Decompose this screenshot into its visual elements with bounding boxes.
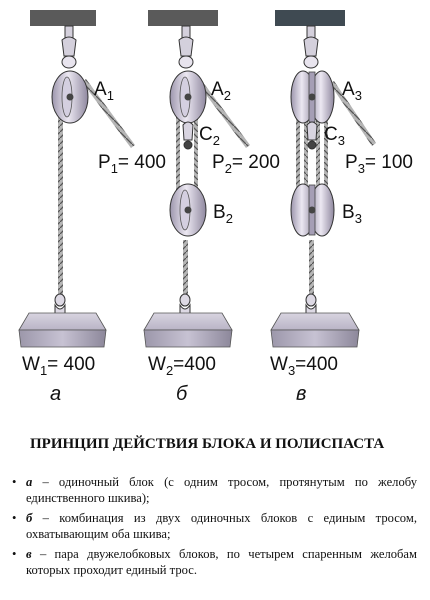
pulley-label: A1 xyxy=(94,79,114,103)
pulley-b3 xyxy=(290,183,335,237)
top-hook xyxy=(61,25,77,69)
pulley-label: A2 xyxy=(211,79,231,103)
rope xyxy=(58,95,63,295)
pulling-rope xyxy=(330,81,376,146)
figure-caption: в xyxy=(296,383,306,405)
pulley-a3 xyxy=(290,70,335,124)
figure-caption: б xyxy=(176,383,188,405)
pulley-label: B2 xyxy=(213,202,233,226)
figure-b: A2 C2 P2= 200 B2 W2=400 б xyxy=(143,10,280,405)
force-label: P3= 100 xyxy=(345,152,413,176)
top-hook xyxy=(303,25,319,69)
list-item: б – комбинация из двух одиночных блоков … xyxy=(12,510,417,542)
pulling-rope xyxy=(82,79,135,148)
top-hook xyxy=(178,25,194,69)
list-item: в – пара двужелобковых блоков, по четыре… xyxy=(12,546,417,578)
item-term: в xyxy=(26,547,32,561)
item-text: – одиночный блок (с одним тросом, протян… xyxy=(26,475,417,505)
rope xyxy=(176,100,180,210)
weight-label: W3=400 xyxy=(270,354,338,378)
pulley-label: B3 xyxy=(342,202,362,226)
ceiling-beam xyxy=(275,10,345,26)
weight-label: W2=400 xyxy=(148,354,216,378)
rope xyxy=(316,100,320,210)
item-term: б xyxy=(26,511,33,525)
force-label: P1= 400 xyxy=(98,152,166,176)
hook-label: C3 xyxy=(324,124,345,148)
pulley-label: A3 xyxy=(342,79,362,103)
rope xyxy=(324,100,328,210)
load-hook xyxy=(179,293,191,318)
hook-c2 xyxy=(182,121,194,150)
list-item: а – одиночный блок (с одним тросом, прот… xyxy=(12,474,417,506)
rope xyxy=(194,100,198,210)
figure-c: A3 C3 P3= 100 B3 W3=400 в xyxy=(270,10,413,405)
weight-block xyxy=(143,312,233,348)
description-list: а – одиночный блок (с одним тросом, прот… xyxy=(12,474,417,582)
pulley-b2 xyxy=(169,183,207,237)
pulling-rope xyxy=(198,81,250,148)
force-label: P2= 200 xyxy=(212,152,280,176)
hook-label: C2 xyxy=(199,124,220,148)
pulley-a1 xyxy=(51,70,89,124)
item-text: – пара двужелобковых блоков, по четырем … xyxy=(26,547,417,577)
item-term: а xyxy=(26,475,33,489)
weight-block xyxy=(270,312,360,348)
weight-label: W1= 400 xyxy=(22,354,95,378)
rope xyxy=(304,100,308,210)
weight-block xyxy=(18,312,107,348)
item-text: – комбинация из двух одиночных блоков с … xyxy=(26,511,417,541)
section-heading: ПРИНЦИП ДЕЙСТВИЯ БЛОКА И ПОЛИСПАСТА xyxy=(30,436,385,452)
figure-a: A1 P1= 400 W1= 400 а xyxy=(18,10,166,405)
ceiling-beam xyxy=(148,10,218,26)
pulley-diagram: A1 P1= 400 W1= 400 а xyxy=(18,10,413,405)
rope xyxy=(309,240,314,295)
rope xyxy=(183,240,188,295)
hook-c3 xyxy=(306,121,318,150)
rope xyxy=(296,100,300,210)
ceiling-beam xyxy=(30,10,96,26)
figure-caption: а xyxy=(50,383,61,405)
pulley-a2 xyxy=(169,70,207,124)
